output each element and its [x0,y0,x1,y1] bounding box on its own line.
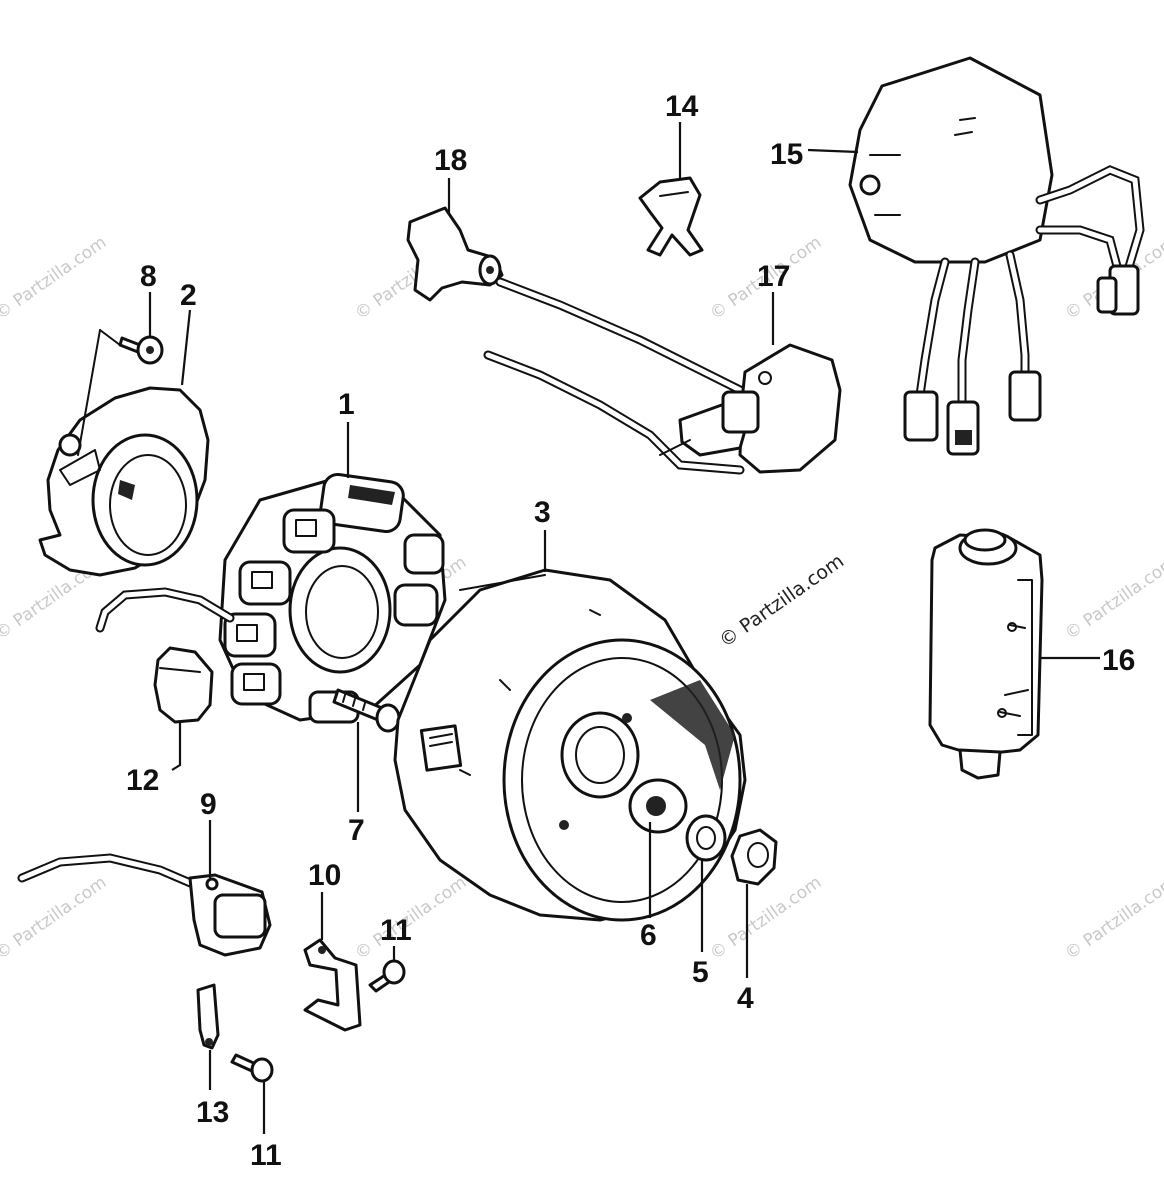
callout-6: 6 [640,919,657,952]
bracket-10 [303,938,362,1032]
stator-assembly [218,472,447,724]
callout-8: 8 [140,260,157,293]
grommet-12 [153,646,214,724]
callout-5: 5 [692,956,709,989]
watermark: © Partzilla.com [1061,552,1164,644]
screw-11-lower [230,1053,274,1083]
callout-3: 3 [534,496,551,529]
clamp-14 [638,176,704,257]
callout-10: 10 [308,859,341,892]
stator-plate [38,329,210,577]
screw-8 [118,335,164,365]
callout-1: 1 [338,388,355,421]
pulser-coil [17,853,272,957]
callout-2: 2 [180,279,197,312]
watermark: © Partzilla.com [0,872,110,964]
callout-12: 12 [126,764,159,797]
callout-9: 9 [200,788,217,821]
spark-plug-cap [406,206,504,302]
nut-4 [730,828,778,886]
callout-11-lower: 11 [250,1139,282,1172]
screw-11-upper [368,959,406,993]
callout-14: 14 [665,90,699,123]
watermark: © Partzilla.com [0,232,110,324]
lock-washer-5 [685,814,727,862]
cdi-unit [848,56,1145,456]
watermark: © Partzilla.com [706,872,825,964]
callout-11-upper: 11 [380,914,412,947]
bolt-7 [332,688,401,733]
condenser-16 [928,528,1044,780]
washer-6 [628,778,688,834]
callout-16: 16 [1102,644,1135,677]
watermark-dark: © Partzilla.com [715,550,848,652]
callout-15: 15 [770,138,803,171]
flywheel [393,568,747,922]
callout-labels: 1 2 3 4 5 6 7 8 9 10 11 11 12 13 14 15 1… [126,90,1135,1172]
watermark: © Partzilla.com [1061,872,1164,964]
callout-13: 13 [196,1096,229,1129]
terminal-13 [196,983,220,1050]
callout-4: 4 [737,982,754,1015]
ignition-coil [659,343,842,474]
callout-18: 18 [434,144,467,177]
leader-lines [148,122,1100,1134]
callout-7: 7 [348,814,365,847]
callout-17: 17 [757,260,790,293]
